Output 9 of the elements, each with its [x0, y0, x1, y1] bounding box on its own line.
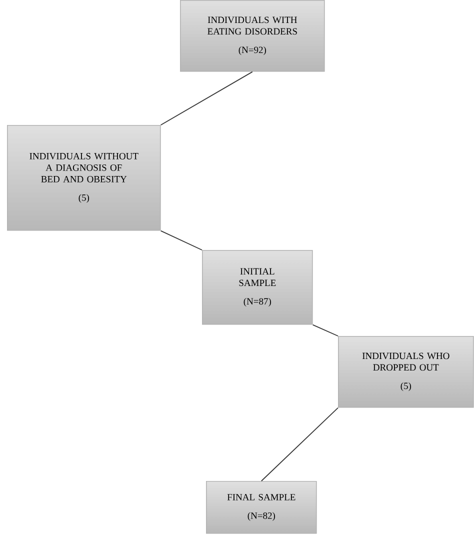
- connector-line: [160, 71, 253, 126]
- connector-line: [160, 230, 202, 250]
- process-box: INDIVIDUALS WITH EATING DISORDERS (N=92): [180, 0, 325, 72]
- connector-line: [312, 324, 338, 336]
- connector-line: [260, 407, 338, 482]
- process-box: FINAL SAMPLE (N=82): [206, 481, 317, 534]
- process-box: INDIVIDUALS WHO DROPPED OUT (5): [338, 336, 474, 408]
- process-box: INITIAL SAMPLE (N=87): [202, 250, 313, 325]
- process-box: INDIVIDUALS WITHOUT A DIAGNOSIS OF BED AND OBESITY (5): [7, 125, 161, 231]
